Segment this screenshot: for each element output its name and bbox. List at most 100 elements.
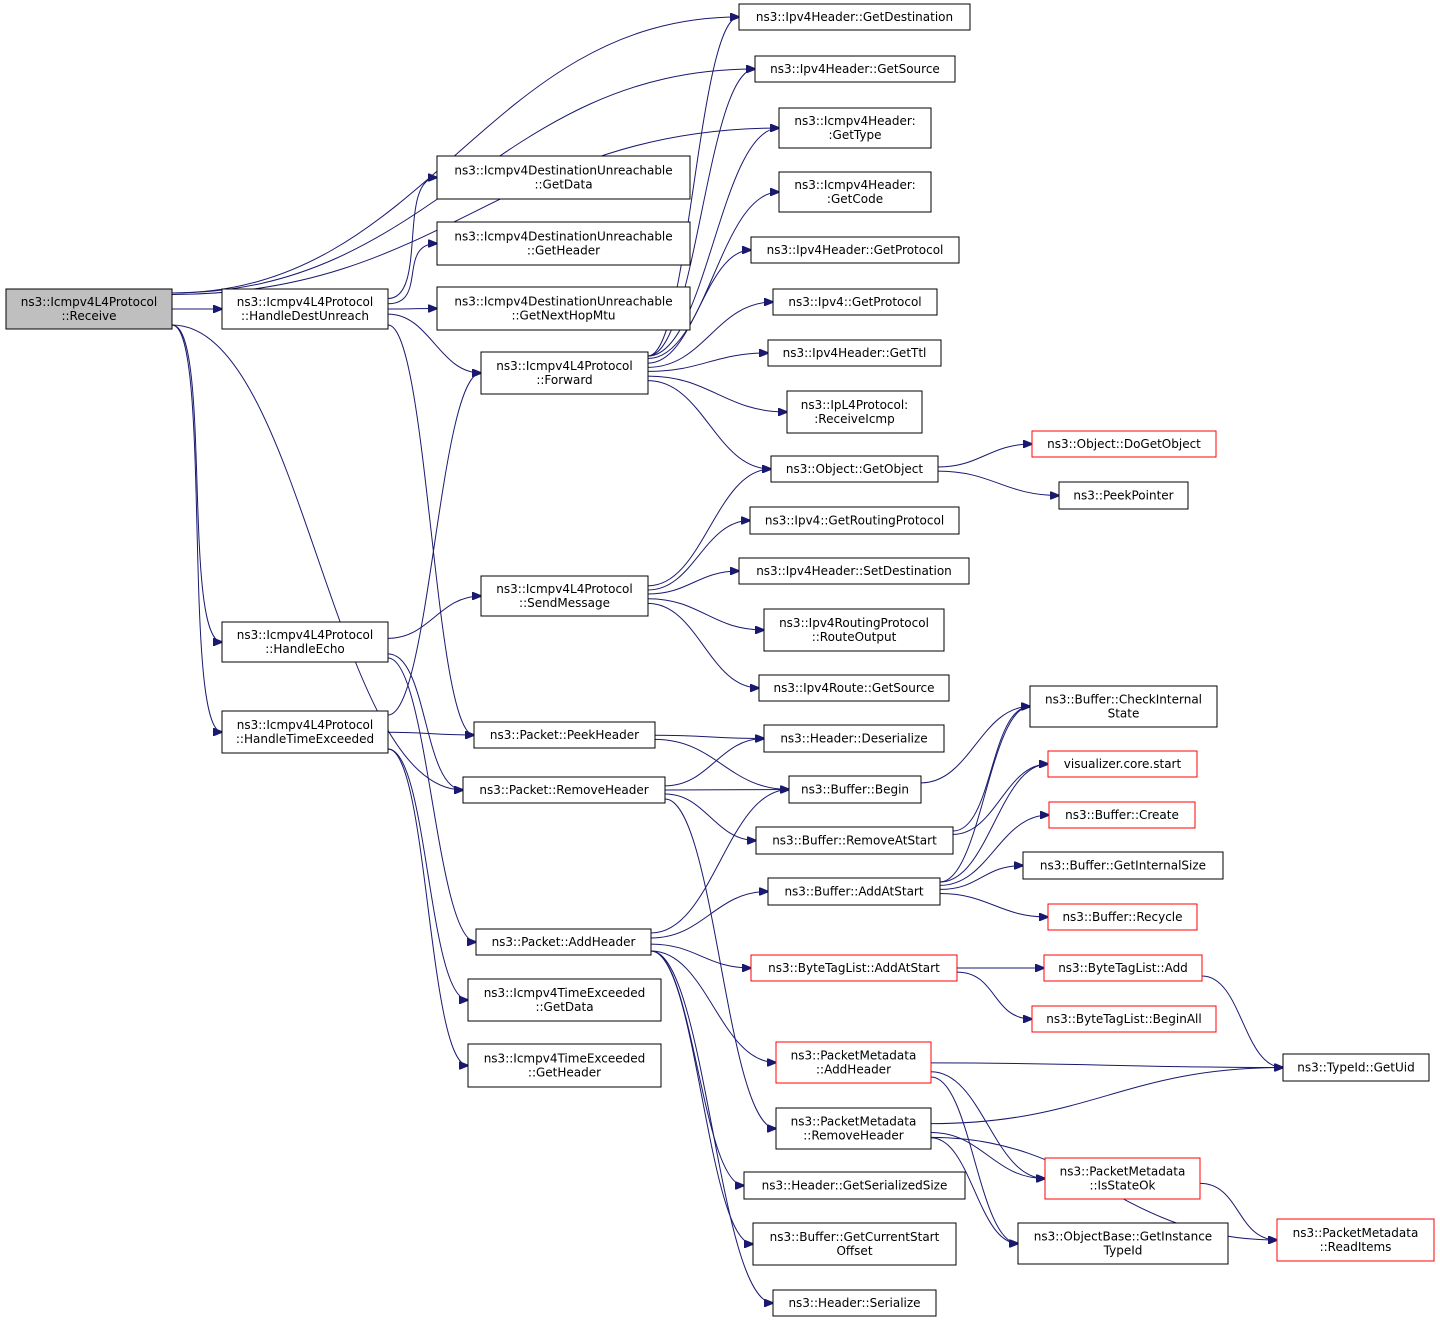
node-handleecho[interactable]: ns3::Icmpv4L4Protocol::HandleEcho xyxy=(221,621,389,663)
node-route_getsource[interactable]: ns3::Ipv4Route::GetSource xyxy=(758,674,950,702)
node-label: :GetType xyxy=(829,128,882,142)
node-label: ns3::Icmpv4DestinationUnreachable xyxy=(454,230,672,244)
node-icmp_gettype[interactable]: ns3::Icmpv4Header::GetType xyxy=(778,107,932,149)
node-box xyxy=(775,1041,932,1084)
edge-handleecho-to-addheader xyxy=(387,657,476,942)
node-box xyxy=(778,107,932,149)
node-hdr_serialize[interactable]: ns3::Header::Serialize xyxy=(772,1289,937,1317)
edge-addheader-to-btl_addatstart xyxy=(650,943,751,968)
node-buf_addatstart[interactable]: ns3::Buffer::AddAtStart xyxy=(767,877,941,906)
node-pm_readitems[interactable]: ns3::PacketMetadata::ReadItems xyxy=(1276,1218,1435,1262)
node-label: ns3::Object::DoGetObject xyxy=(1047,437,1201,451)
node-box xyxy=(763,608,945,652)
node-buf_getinternalsize[interactable]: ns3::Buffer::GetInternalSize xyxy=(1022,851,1224,880)
edge-pm_addheader-to-objbase_getinstance xyxy=(930,1076,1018,1244)
node-label: ns3::Ipv4Header::GetProtocol xyxy=(767,243,944,257)
edge-forward-to-ipv4_getdest xyxy=(647,17,739,357)
node-buf_create[interactable]: ns3::Buffer::Create xyxy=(1048,801,1196,829)
node-peekpointer[interactable]: ns3::PeekPointer xyxy=(1058,481,1189,510)
edge-handletime-to-te_getdata xyxy=(387,748,468,1000)
node-removeheader[interactable]: ns3::Packet::RemoveHeader xyxy=(462,776,666,804)
node-label: ns3::Buffer::RemoveAtStart xyxy=(772,834,937,848)
node-ipv4h_setdest[interactable]: ns3::Ipv4Header::SetDestination xyxy=(738,557,970,585)
node-box xyxy=(788,775,922,804)
node-box xyxy=(755,826,954,855)
node-box xyxy=(743,1171,966,1200)
node-box xyxy=(772,1289,937,1317)
node-ipl4_recvicmp[interactable]: ns3::IpL4Protocol::ReceiveIcmp xyxy=(786,390,923,434)
node-label: ns3::ByteTagList::BeginAll xyxy=(1046,1012,1201,1026)
node-du_getheader[interactable]: ns3::Icmpv4DestinationUnreachable::GetHe… xyxy=(436,221,691,266)
edge-receive-to-ipv4_getdest xyxy=(171,17,739,294)
node-buf_begin[interactable]: ns3::Buffer::Begin xyxy=(788,775,922,804)
node-label: ::ReadItems xyxy=(1320,1240,1392,1254)
node-ipv4_getproto[interactable]: ns3::Ipv4::GetProtocol xyxy=(772,288,938,316)
node-forward[interactable]: ns3::Icmpv4L4Protocol::Forward xyxy=(480,351,649,395)
edge-addheader-to-hdr_getsersize xyxy=(650,950,744,1186)
edge-forward-to-icmp_getcode xyxy=(647,192,779,360)
node-buf_removeatstart[interactable]: ns3::Buffer::RemoveAtStart xyxy=(755,826,954,855)
node-label: ns3::Icmpv4TimeExceeded xyxy=(484,986,646,1000)
node-label: ::HandleEcho xyxy=(265,642,345,656)
node-ipv4_getrouting[interactable]: ns3::Ipv4::GetRoutingProtocol xyxy=(749,506,960,535)
node-box xyxy=(473,721,656,749)
node-label: ::RouteOutput xyxy=(812,630,897,644)
node-du_getdata[interactable]: ns3::Icmpv4DestinationUnreachable::GetDa… xyxy=(436,155,691,200)
edge-handledest-to-du_getheader xyxy=(387,244,437,305)
node-obj_dogetobject[interactable]: ns3::Object::DoGetObject xyxy=(1031,430,1217,458)
node-box xyxy=(786,390,923,434)
node-te_getdata[interactable]: ns3::Icmpv4TimeExceeded::GetData xyxy=(467,978,662,1022)
node-btl_add[interactable]: ns3::ByteTagList::Add xyxy=(1043,954,1203,982)
node-typeid_getuid[interactable]: ns3::TypeId::GetUid xyxy=(1282,1053,1430,1082)
nodes-layer: ns3::Icmpv4L4Protocol::Receivens3::Icmpv… xyxy=(5,3,1435,1317)
node-label: ns3::Icmpv4L4Protocol xyxy=(237,628,373,642)
node-obj_getobject[interactable]: ns3::Object::GetObject xyxy=(770,455,939,483)
node-box xyxy=(1047,903,1198,931)
edge-pm_addheader-to-pm_isstateok xyxy=(930,1071,1045,1179)
node-hdr_getsersize[interactable]: ns3::Header::GetSerializedSize xyxy=(743,1171,966,1200)
node-du_getnexthop[interactable]: ns3::Icmpv4DestinationUnreachable::GetNe… xyxy=(436,286,691,331)
node-handletime[interactable]: ns3::Icmpv4L4Protocol::HandleTimeExceede… xyxy=(221,710,389,754)
node-label: ns3::Buffer::Begin xyxy=(801,783,909,797)
node-label: ns3::Packet::PeekHeader xyxy=(490,728,639,742)
node-buf_recycle[interactable]: ns3::Buffer::Recycle xyxy=(1047,903,1198,931)
node-btl_addatstart[interactable]: ns3::ByteTagList::AddAtStart xyxy=(750,954,958,982)
node-vis_start[interactable]: visualizer.core.start xyxy=(1047,750,1198,778)
node-sendmessage[interactable]: ns3::Icmpv4L4Protocol::SendMessage xyxy=(480,575,649,617)
edge-buf_removeatstart-to-buf_checkinternal xyxy=(952,707,1030,832)
node-label: ns3::Buffer::Create xyxy=(1065,808,1179,822)
node-handledest[interactable]: ns3::Icmpv4L4Protocol::HandleDestUnreach xyxy=(221,288,389,330)
node-ipv4_getsource[interactable]: ns3::Ipv4Header::GetSource xyxy=(754,55,956,83)
node-ipv4h_getproto[interactable]: ns3::Ipv4Header::GetProtocol xyxy=(750,236,960,264)
node-box xyxy=(5,288,173,330)
node-label: TypeId xyxy=(1103,1244,1143,1258)
node-btl_beginall[interactable]: ns3::ByteTagList::BeginAll xyxy=(1031,1005,1217,1033)
node-box xyxy=(1031,1005,1217,1033)
edge-sendmessage-to-obj_getobject xyxy=(647,469,771,587)
edge-handledest-to-peekheader xyxy=(387,324,474,735)
node-hdr_deserialize[interactable]: ns3::Header::Deserialize xyxy=(763,724,945,753)
edge-btl_addatstart-to-btl_beginall xyxy=(956,971,1032,1019)
node-label: ns3::PacketMetadata xyxy=(791,1049,917,1063)
node-label: ::AddHeader xyxy=(816,1063,891,1077)
node-peekheader[interactable]: ns3::Packet::PeekHeader xyxy=(473,721,656,749)
node-ipv4_getdest[interactable]: ns3::Ipv4Header::GetDestination xyxy=(738,3,971,31)
node-addheader[interactable]: ns3::Packet::AddHeader xyxy=(475,928,652,956)
node-receive[interactable]: ns3::Icmpv4L4Protocol::Receive xyxy=(5,288,173,330)
edge-forward-to-ipv4h_getttl xyxy=(647,353,768,372)
node-pm_isstateok[interactable]: ns3::PacketMetadata::IsStateOk xyxy=(1044,1157,1201,1200)
node-pm_addheader[interactable]: ns3::PacketMetadata::AddHeader xyxy=(775,1041,932,1084)
edge-handleecho-to-sendmessage xyxy=(387,596,481,639)
node-box xyxy=(1043,954,1203,982)
node-te_getheader[interactable]: ns3::Icmpv4TimeExceeded::GetHeader xyxy=(467,1043,662,1088)
edge-pm_removeheader-to-pm_isstateok xyxy=(930,1132,1045,1179)
node-icmp_getcode[interactable]: ns3::Icmpv4Header::GetCode xyxy=(778,171,932,213)
node-ipv4h_getttl[interactable]: ns3::Ipv4Header::GetTtl xyxy=(767,339,942,367)
node-pm_removeheader[interactable]: ns3::PacketMetadata::RemoveHeader xyxy=(775,1107,932,1150)
edges-layer xyxy=(171,17,1283,1303)
node-routeoutput[interactable]: ns3::Ipv4RoutingProtocol::RouteOutput xyxy=(763,608,945,652)
